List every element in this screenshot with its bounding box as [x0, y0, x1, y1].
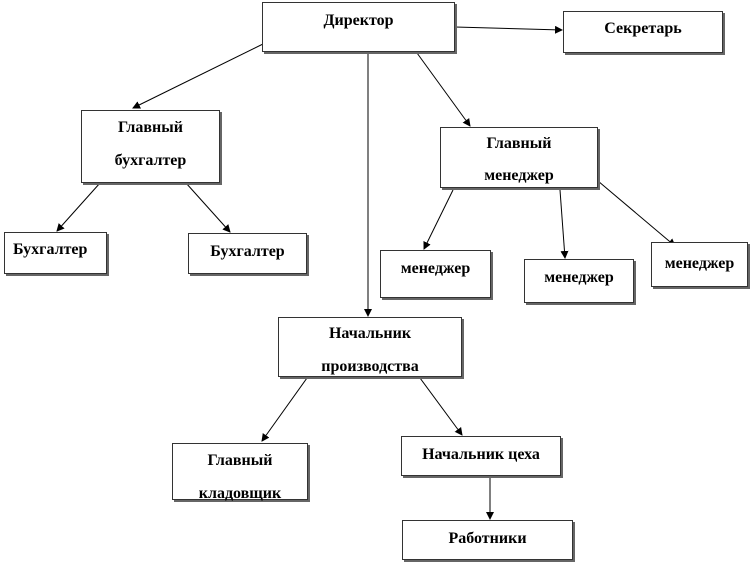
node-manager-1-line-1: менеджер: [400, 260, 471, 277]
node-chief-manager-line-2: менеджер: [484, 167, 554, 184]
edge-director-to-chief-accountant: [132, 42, 266, 109]
edge-chief-accountant-to-accountant-2: [185, 182, 231, 233]
edge-chief-manager-to-manager-3: [597, 180, 676, 247]
node-chief-manager: Главный менеджер: [440, 127, 598, 188]
node-chief-accountant-line-2: бухгалтер: [114, 152, 187, 169]
edge-chief-accountant-to-accountant-1: [56, 182, 101, 232]
node-chief-storekeeper-line-1: Главный: [207, 452, 273, 469]
node-manager-3: менеджер: [651, 242, 748, 287]
node-production-head-line-2: производства: [321, 358, 419, 375]
node-manager-2: менеджер: [524, 259, 634, 303]
node-manager-2-line-1: менеджер: [544, 269, 614, 286]
node-accountant-2: Бухгалтер: [188, 233, 307, 274]
node-chief-storekeeper: Главный кладовщик: [172, 443, 308, 502]
node-director-line-1: Директор: [323, 12, 394, 29]
edge-chief-manager-to-manager-2: [559, 189, 569, 259]
edge-production-head-to-chief-storekeeper: [261, 377, 308, 442]
edge-production-head-to-shop-head: [419, 377, 463, 436]
edge-director-to-chief-manager: [416, 52, 471, 127]
node-shop-head-line-1: Начальник цеха: [422, 446, 540, 463]
node-workers-line-1: Работники: [448, 530, 527, 547]
node-director: Директор: [262, 2, 455, 52]
node-secretary: Секретарь: [563, 11, 723, 53]
node-manager-3-line-1: менеджер: [664, 255, 735, 272]
edge-chief-manager-to-manager-1: [423, 189, 454, 250]
node-accountant-1-line-1: Бухгалтер: [13, 241, 88, 258]
node-shop-head: Начальник цеха: [401, 436, 561, 476]
node-chief-accountant: Главный бухгалтер: [81, 110, 220, 183]
edge-director-to-secretary: [454, 25, 563, 34]
node-secretary-line-1: Секретарь: [604, 20, 682, 37]
node-chief-manager-line-1: Главный: [486, 135, 552, 152]
node-manager-1: менеджер: [380, 250, 491, 298]
node-workers: Работники: [402, 520, 573, 560]
node-production-head: Начальник производства: [278, 317, 462, 377]
node-production-head-line-1: Начальник: [328, 325, 412, 342]
node-chief-accountant-line-1: Главный: [118, 119, 183, 136]
node-accountant-1: Бухгалтер: [4, 232, 107, 274]
node-accountant-2-line-1: Бухгалтер: [210, 243, 285, 260]
node-chief-storekeeper-line-2: кладовщик: [198, 485, 282, 502]
